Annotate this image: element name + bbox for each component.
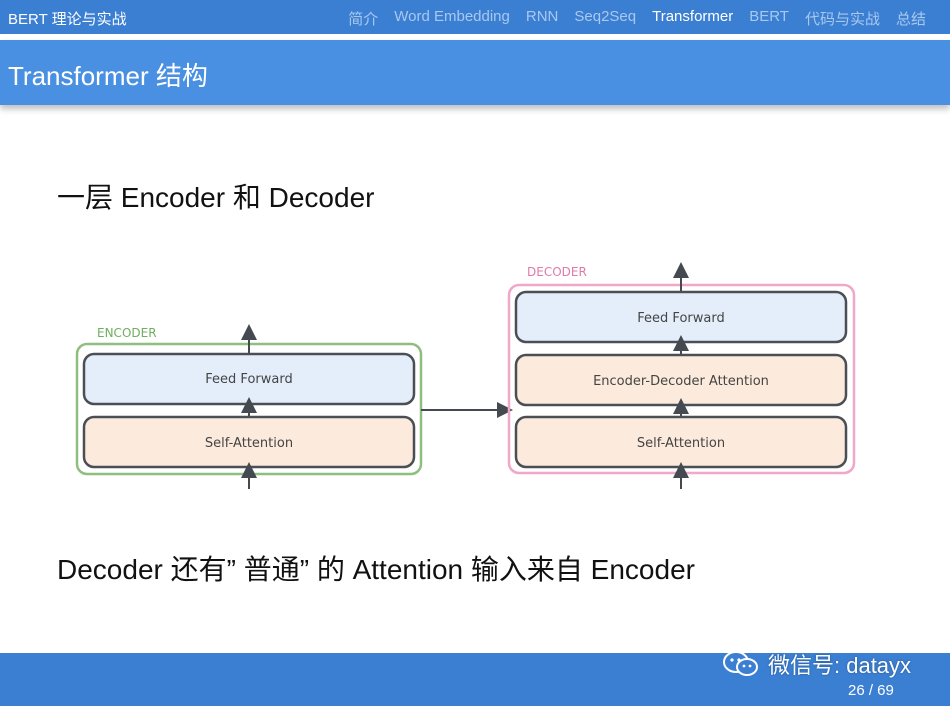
top-nav-bar: BERT 理论与实战 简介 Word Embedding RNN Seq2Seq… bbox=[0, 0, 950, 34]
nav-item-intro[interactable]: 简介 bbox=[348, 11, 379, 28]
nav-item-transformer[interactable]: Transformer bbox=[652, 8, 734, 25]
frame-title-bar: Transformer 结构 bbox=[0, 40, 950, 105]
deck-title: BERT 理论与实战 bbox=[8, 11, 127, 28]
encoder-label: ENCODER bbox=[97, 326, 157, 340]
footer-bar bbox=[0, 653, 950, 706]
encoder-self-attention-label: Self-Attention bbox=[205, 436, 293, 451]
nav-item-seq2seq[interactable]: Seq2Seq bbox=[574, 8, 637, 25]
nav-item-summary[interactable]: 总结 bbox=[895, 11, 926, 28]
wechat-id-text: 微信号: datayx bbox=[768, 653, 912, 678]
page-number: 26 / 69 bbox=[848, 682, 894, 699]
slide-heading-2: Decoder 还有” 普通” 的 Attention 输入来自 Encoder bbox=[57, 554, 695, 585]
decoder-feed-forward-label: Feed Forward bbox=[637, 311, 724, 326]
nav-item-rnn[interactable]: RNN bbox=[525, 8, 559, 25]
wechat-watermark: 微信号: datayx bbox=[722, 648, 911, 680]
wechat-icon bbox=[722, 650, 760, 678]
decoder-label: DECODER bbox=[527, 265, 587, 279]
nav-item-word-embedding[interactable]: Word Embedding bbox=[394, 8, 510, 25]
section-nav: 简介 Word Embedding RNN Seq2Seq Transforme… bbox=[348, 8, 926, 29]
nav-item-code-practice[interactable]: 代码与实战 bbox=[804, 11, 880, 28]
slide-heading-1: 一层 Encoder 和 Decoder bbox=[57, 182, 375, 213]
frame-title: Transformer 结构 bbox=[8, 61, 208, 91]
decoder-enc-dec-attention-label: Encoder-Decoder Attention bbox=[593, 374, 769, 389]
encoder-feed-forward-label: Feed Forward bbox=[205, 372, 292, 387]
nav-item-bert[interactable]: BERT bbox=[749, 8, 789, 25]
decoder-self-attention-label: Self-Attention bbox=[637, 436, 725, 451]
